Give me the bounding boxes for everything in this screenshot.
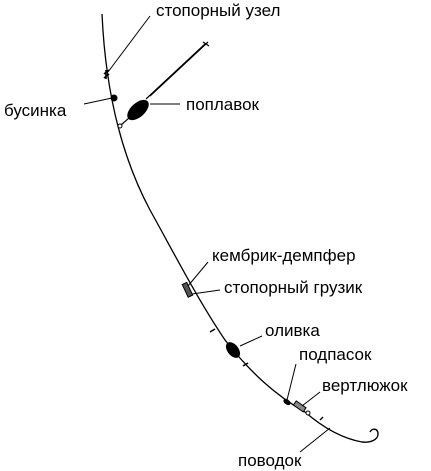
cambric-damper-icon xyxy=(181,281,194,298)
olive-sinker-icon xyxy=(225,342,241,358)
leader-line xyxy=(304,411,363,443)
label-sub-sinker: подпасок xyxy=(299,345,372,364)
pointer-bead xyxy=(83,97,113,105)
swivel-ring-icon xyxy=(305,410,311,416)
label-cambric-damper: кембрик-демпфер xyxy=(212,246,356,265)
sub-sinker-icon xyxy=(283,398,291,406)
swivel-icon xyxy=(292,400,307,413)
main-line xyxy=(101,13,306,413)
float-icon xyxy=(127,99,149,121)
float-antenna-tip xyxy=(202,41,210,47)
bead-icon xyxy=(110,94,118,102)
pointer-cambric xyxy=(187,261,209,287)
label-stopper-sinker: стопорный грузик xyxy=(224,278,363,297)
stopper-knot-icon xyxy=(103,69,110,79)
pointer-leader xyxy=(299,427,331,453)
hook-icon xyxy=(361,428,379,443)
float-antenna-edge xyxy=(145,43,206,100)
label-stopper-knot: стопорный узел xyxy=(156,1,281,20)
pointer-sub-sinker xyxy=(286,363,297,401)
label-leader: поводок xyxy=(238,451,302,470)
float-ring-icon xyxy=(117,123,123,129)
pointer-olive xyxy=(239,335,263,347)
label-float: поплавок xyxy=(186,95,259,114)
tick-stopper-2 xyxy=(242,362,249,367)
pointer-stopper-sinker xyxy=(191,289,221,295)
label-olive: оливка xyxy=(265,321,320,340)
pointer-stopper-knot xyxy=(107,15,151,73)
label-bead: бусинка xyxy=(4,101,67,120)
tick-stopper-1 xyxy=(209,328,216,333)
float-keel xyxy=(120,117,130,126)
pointer-swivel xyxy=(301,391,321,407)
leader-tick xyxy=(319,416,324,421)
label-swivel: вертлюжок xyxy=(322,376,408,395)
